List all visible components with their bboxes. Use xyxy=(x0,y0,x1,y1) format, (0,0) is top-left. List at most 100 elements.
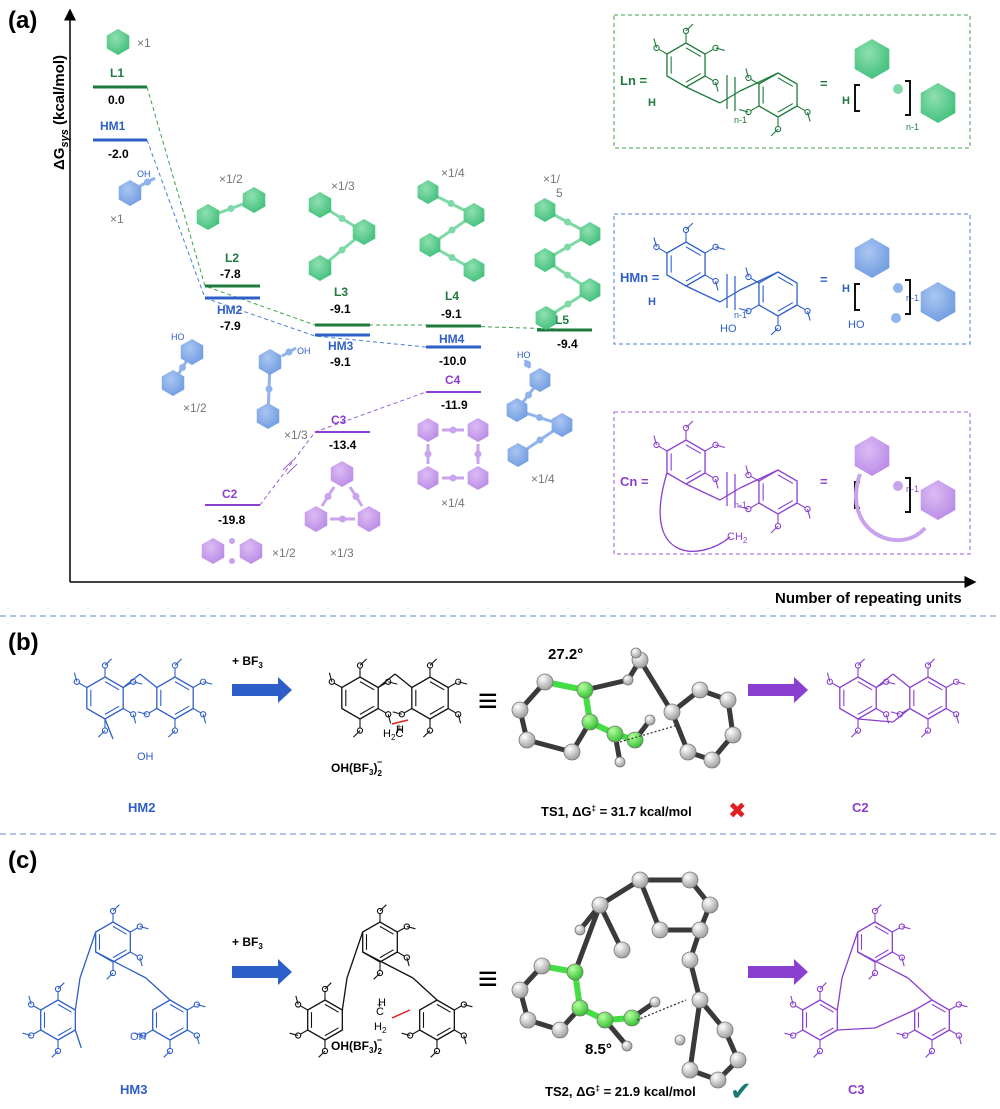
double-bond xyxy=(685,272,702,282)
benzene-ring xyxy=(362,921,398,963)
bond xyxy=(685,285,721,303)
bond xyxy=(719,289,741,303)
methyl-bond xyxy=(401,1032,411,1037)
mult-L3: ×1/3 xyxy=(331,179,355,193)
methyl-bond xyxy=(738,505,749,510)
methyl-bond xyxy=(57,982,65,990)
mult-HM2: ×1/2 xyxy=(183,401,207,415)
model-atom xyxy=(623,1009,641,1027)
double-bond xyxy=(174,681,190,691)
y-axis-title: ΔGsys (kcal/mol) xyxy=(51,55,71,170)
legend-HMn-H2: H xyxy=(842,283,850,295)
cartoon-hexagon xyxy=(419,233,441,257)
bond xyxy=(892,707,911,723)
bond xyxy=(139,673,158,689)
benzene-ring xyxy=(419,999,455,1041)
legend-Cn-eq: = xyxy=(820,474,828,489)
methyl-bond xyxy=(819,982,827,990)
bond xyxy=(907,977,933,1001)
reaction-arrow xyxy=(748,677,808,703)
benzene-ring xyxy=(341,676,379,720)
legend-box-Cn xyxy=(613,411,971,555)
cartoon-hexagon xyxy=(463,203,485,227)
mult-L2: ×1/2 xyxy=(219,172,243,186)
mult-HM1: ×1 xyxy=(110,212,124,226)
methyl-bond xyxy=(73,672,78,682)
methyl-bond xyxy=(430,1050,438,1058)
methyl-bond xyxy=(137,711,147,715)
b-oh: OH xyxy=(137,751,154,763)
bond xyxy=(412,977,438,1001)
model-atom xyxy=(691,921,709,939)
cartoon-hexagon xyxy=(330,461,354,487)
forming-bond xyxy=(391,1009,411,1019)
methyl-bond xyxy=(850,730,859,738)
double-bond xyxy=(857,705,873,715)
benzene-ring xyxy=(909,676,947,720)
legend-HMn-n1b: n-1 xyxy=(906,293,919,303)
benzene-ring xyxy=(666,439,706,485)
methyl-bond xyxy=(770,327,779,336)
benzene-ring xyxy=(95,921,131,963)
methyl-bond xyxy=(745,267,749,278)
bond xyxy=(346,931,364,979)
double-bond xyxy=(931,1027,946,1037)
methyl-bond xyxy=(807,508,811,519)
methyl-bond xyxy=(104,658,113,666)
model-atom xyxy=(703,751,721,769)
bond xyxy=(341,977,348,1011)
methyl-bond xyxy=(715,280,719,291)
label-HM2: HM2 xyxy=(217,303,243,317)
double-bond xyxy=(931,1003,946,1013)
cartoon-hexagon xyxy=(579,278,601,302)
model-atom xyxy=(663,703,681,721)
legend-HMn-n1: n-1 xyxy=(734,310,747,320)
methyl-bond xyxy=(392,711,402,715)
methyl-bond xyxy=(920,730,929,738)
legend-cartoon-bead xyxy=(893,283,903,293)
bond xyxy=(739,72,779,92)
value-L2: -7.8 xyxy=(220,267,241,281)
label-C2: C2 xyxy=(222,487,238,501)
legend-cartoon-hexagon xyxy=(920,480,956,520)
cartoon-hexagon xyxy=(256,403,280,429)
double-bond xyxy=(777,474,794,484)
cartoon-hexagon xyxy=(417,466,439,490)
bond xyxy=(837,1027,876,1031)
c-equiv: ≡ xyxy=(478,960,498,998)
legend-HMn-eq: = xyxy=(820,272,828,287)
model-atom xyxy=(536,673,554,691)
methyl-bond xyxy=(106,972,114,980)
methyl-bond xyxy=(925,1050,933,1058)
methyl-bond xyxy=(901,925,911,930)
benzene-ring xyxy=(152,999,188,1041)
model-atom xyxy=(511,701,529,719)
mult-L5b: 5 xyxy=(556,186,563,200)
legend-cartoon-hexagon xyxy=(920,282,956,322)
model-bond xyxy=(687,997,703,1073)
model-atom xyxy=(596,1011,614,1029)
cartoon-hexagon xyxy=(201,538,225,564)
legend-cartoon-bead xyxy=(893,84,903,94)
double-bond xyxy=(685,73,702,83)
methyl-bond xyxy=(715,444,726,449)
cartoon-linker-bead xyxy=(447,200,455,207)
legend-cartoon-hexagon xyxy=(854,39,890,79)
model-atom xyxy=(631,871,649,889)
bond xyxy=(74,977,81,1011)
methyl-bond xyxy=(807,310,811,321)
bond xyxy=(875,673,894,689)
model-atom xyxy=(622,674,634,686)
ho-label-hm5: HO xyxy=(517,350,531,360)
double-bond xyxy=(927,705,943,715)
double-bond xyxy=(819,1027,834,1037)
methyl-bond xyxy=(352,730,361,738)
panel-b-scheme xyxy=(73,647,966,769)
cartoon-linker-bead xyxy=(338,246,346,254)
b-fail-mark: ✖ xyxy=(728,798,746,823)
methyl-bond xyxy=(163,1050,171,1058)
benzene-ring xyxy=(666,42,706,88)
methyl-bond xyxy=(807,111,811,122)
cartoon-hexagon xyxy=(258,349,282,375)
cartoon-hexagon xyxy=(506,398,528,422)
